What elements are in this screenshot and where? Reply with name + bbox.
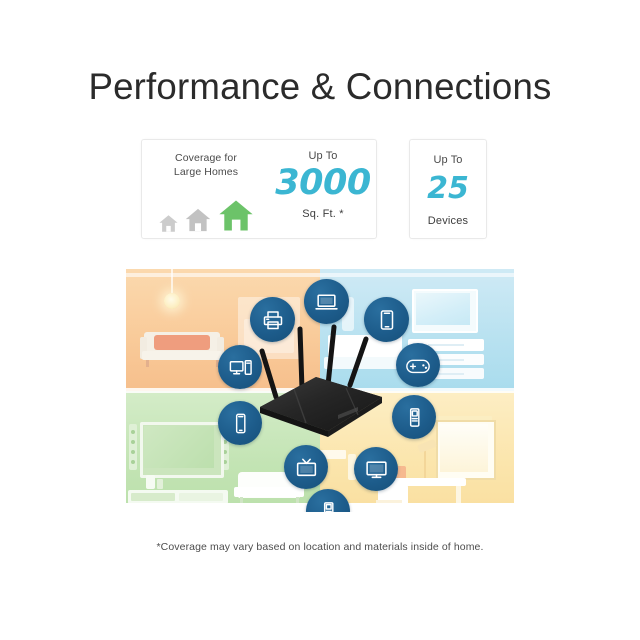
- coverage-card-left: Coverage for Large Homes: [142, 140, 270, 238]
- desk-chair-base: [376, 500, 402, 503]
- sofa-arm-left: [140, 337, 147, 359]
- wireless-router: [254, 311, 390, 437]
- shelf-line-3: [428, 373, 464, 375]
- sofa-arm-right: [217, 337, 224, 359]
- furniture-bottom-right: [320, 390, 514, 512]
- decor-vase: [146, 475, 155, 489]
- wall-picture-art: [416, 293, 470, 325]
- wall-shelf: [320, 450, 346, 459]
- lamp-cord: [171, 269, 173, 293]
- cabinet-base: [324, 357, 410, 369]
- printer-icon: [261, 308, 285, 332]
- window-glass: [440, 424, 488, 472]
- devices-upto-label: Up To: [433, 154, 463, 166]
- furniture-top-right: [320, 269, 514, 390]
- desk-lamp-head: [417, 438, 437, 454]
- tower-speaker: [348, 454, 356, 480]
- printer-badge: [250, 297, 295, 342]
- coverage-value: 3000: [275, 163, 371, 203]
- tablet-icon: [375, 308, 399, 332]
- home-coverage-illustration: [126, 269, 514, 512]
- couch-seat: [234, 487, 304, 497]
- house-large-icon: [217, 198, 255, 233]
- devices-card: Up To 25 Devices: [409, 139, 487, 239]
- monitor-badge: [354, 447, 398, 491]
- smartphone-icon: [229, 412, 252, 435]
- coverage-card: Coverage for Large Homes: [141, 139, 377, 239]
- devices-unit: Devices: [427, 215, 469, 227]
- furniture-bottom-left: [126, 390, 320, 512]
- house-size-indicator: [158, 193, 255, 233]
- media-console-drawer-right: [179, 493, 223, 501]
- desktop-pc-icon: [228, 355, 253, 380]
- pendant-lamp-icon: [164, 293, 180, 309]
- speaker-left: [129, 424, 137, 470]
- desk-lamp-arm: [424, 446, 426, 478]
- game-controller-icon: [405, 353, 431, 377]
- desk-surface: [370, 478, 466, 486]
- coverage-label-line2: Large Homes: [173, 166, 239, 178]
- stat-cards-row: Coverage for Large Homes: [141, 139, 487, 239]
- decor-vase-small: [157, 479, 163, 489]
- house-medium-icon: [184, 207, 212, 233]
- television-icon: [294, 455, 319, 480]
- laptop-badge: [304, 279, 349, 324]
- monitor-icon: [364, 457, 389, 482]
- smart-speaker-icon: [403, 406, 426, 429]
- game-controller-badge: [396, 343, 440, 387]
- devices-value: 25: [427, 171, 469, 206]
- laptop-icon: [314, 289, 339, 314]
- desk-leg: [456, 486, 461, 508]
- house-small-icon: [158, 214, 179, 233]
- smartphone-badge: [218, 401, 262, 445]
- couch-leg-right: [296, 497, 299, 504]
- couch-leg-left: [240, 497, 243, 504]
- sofa-seat: [142, 351, 222, 360]
- water-dispenser-icon: [317, 500, 340, 512]
- television-badge: [284, 445, 328, 489]
- sofa-leg-left: [146, 360, 149, 367]
- sofa-leg-right: [216, 360, 219, 367]
- media-console-drawer-left: [131, 493, 175, 501]
- sofa-cushion: [154, 335, 210, 350]
- water-dispenser-badge: [306, 489, 350, 512]
- shelf-line-1: [428, 344, 464, 346]
- smart-speaker-badge: [392, 395, 436, 439]
- desktop-pc-badge: [218, 345, 262, 389]
- television-screen: [144, 426, 214, 468]
- coverage-upto-label: Up To: [308, 150, 338, 162]
- coverage-label-line1: Coverage for: [175, 152, 237, 164]
- ceiling-line: [126, 273, 514, 277]
- page-title: Performance & Connections: [88, 66, 552, 107]
- coverage-disclaimer: *Coverage may vary based on location and…: [156, 541, 484, 553]
- coverage-unit: Sq. Ft. *: [302, 208, 344, 220]
- coverage-card-right: Up To 3000 Sq. Ft. *: [270, 140, 376, 238]
- tablet-badge: [364, 297, 409, 342]
- coverage-label: Coverage for Large Homes: [174, 151, 238, 179]
- shelf-line-2: [428, 359, 464, 361]
